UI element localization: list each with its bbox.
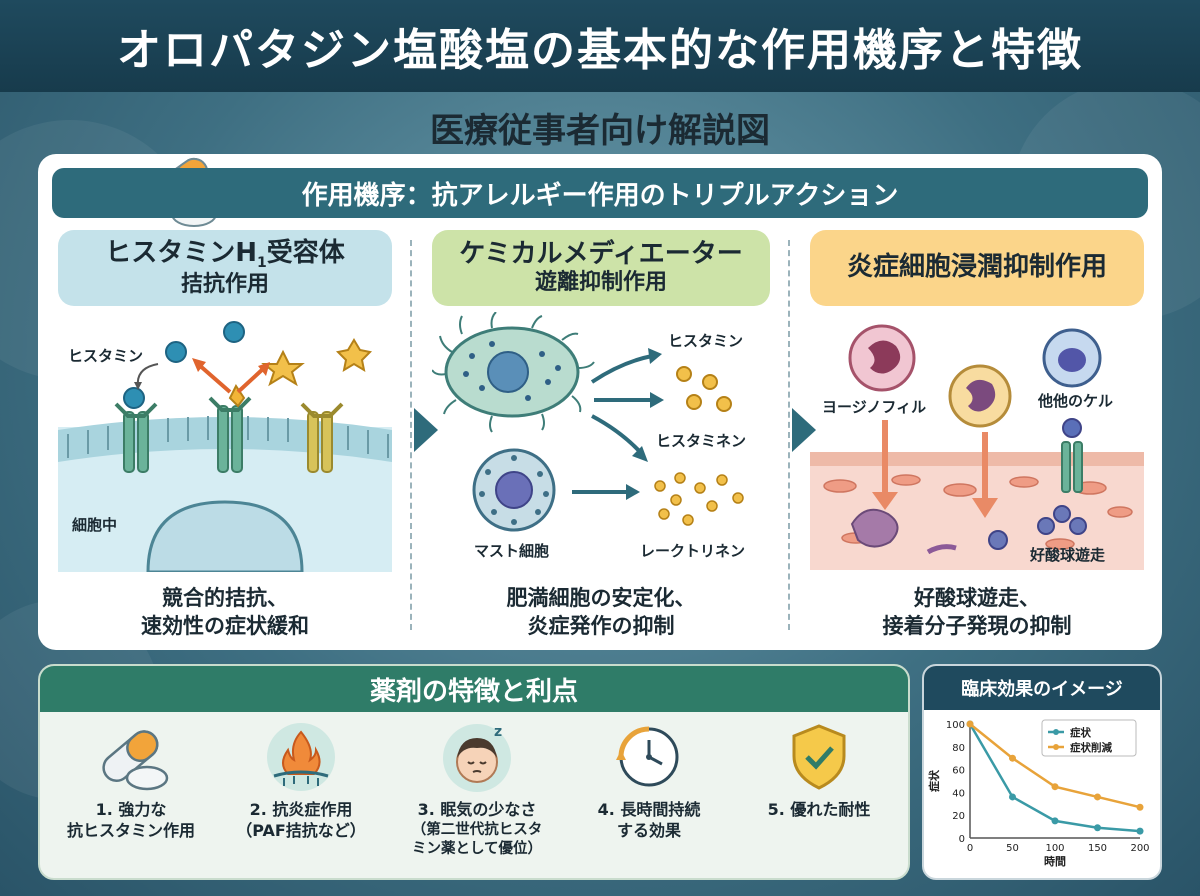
feature-item: 2. 抗炎症作用（PAF拮抗など） (216, 720, 386, 876)
feature-text: 4. 長時間持続する効果 (597, 800, 701, 840)
legend-marker (1053, 744, 1059, 750)
y-tick-label: 60 (952, 766, 965, 777)
col3-heading: 炎症細胞浸潤抑制作用 (810, 230, 1144, 306)
col2-leukotriene-label: レークトリネン (640, 542, 746, 560)
y-tick-label: 20 (952, 811, 965, 822)
col2-heading-line2: 遊離抑制作用 (534, 270, 667, 296)
col3-eosinophil-label: ヨージノフィル (822, 398, 927, 416)
x-tick-label: 150 (1088, 843, 1107, 854)
features-header: 薬剤の特徴と利点 (40, 666, 908, 712)
legend-marker (1053, 729, 1059, 735)
x-tick-label: 0 (967, 843, 973, 854)
x-tick-label: 200 (1130, 843, 1149, 854)
feature-text: 5. 優れた耐性 (767, 800, 871, 819)
title-bar: オロパタジン塩酸塩の基本的な作用機序と特徴 (0, 0, 1200, 92)
page-title: オロパタジン塩酸塩の基本的な作用機序と特徴 (117, 25, 1083, 76)
col2-histaminen-label: ヒスタミネン (656, 432, 747, 450)
col3-other-cell-label: 他他のケル (1038, 392, 1114, 410)
data-point (1009, 754, 1016, 762)
svg-text:z: z (494, 724, 502, 740)
histamine-receptor-illustration (58, 321, 392, 572)
col2-heading: ケミカルメディエーター 遊離抑制作用 (432, 230, 770, 306)
page-subtitle: 医療従事者向け解説図 (430, 110, 770, 151)
col3-heading-line1: 炎症細胞浸潤抑制作用 (846, 252, 1107, 283)
y-tick-label: 0 (959, 834, 965, 845)
data-point (966, 720, 974, 728)
column-divider (788, 240, 790, 630)
data-point (1051, 783, 1059, 791)
column-divider (410, 240, 412, 630)
y-tick-label: 40 (952, 788, 965, 799)
sleepy-face-icon: z (443, 724, 511, 792)
shield-check-icon (792, 724, 846, 790)
feature-item: z 3. 眠気の少なさ（第二世代抗ヒスタミン薬として優位） (392, 720, 562, 876)
feature-text: 2. 抗炎症作用（PAF拮抗など） (236, 800, 366, 840)
col3-migration-label: 好酸球遊走 (1030, 546, 1106, 564)
legend-box (1041, 719, 1137, 757)
col1-heading-line1: ヒスタミンH1受容体 (105, 237, 345, 271)
clock-icon (616, 726, 679, 787)
col1-caption: 競合的拮抗、 速効性の症状緩和 (141, 585, 309, 638)
data-point (1051, 817, 1059, 825)
feature-text: 1. 強力な抗ヒスタミン作用 (66, 800, 195, 840)
col2-histamine-label: ヒスタミン (668, 332, 744, 350)
legend-label: 症状削減 (1070, 741, 1112, 754)
col2-caption: 肥満細胞の安定化、 炎症発作の抑制 (506, 585, 696, 638)
col1-histamine-label: ヒスタミン (68, 347, 144, 365)
col2-heading-line1: ケミカルメディエーター (459, 239, 743, 270)
arrow-right-icon (792, 408, 816, 452)
y-tick-label: 100 (946, 720, 965, 731)
data-point (1009, 793, 1016, 801)
x-axis-label: 時間 (1044, 854, 1066, 868)
arrow-right-icon (414, 408, 438, 452)
col2-mast-cell-label: マスト細胞 (474, 542, 550, 560)
mast-cell-illustration (432, 312, 744, 532)
col1-cell-label: 細胞中 (72, 516, 118, 534)
data-point (1094, 824, 1101, 832)
x-tick-label: 100 (1045, 843, 1064, 854)
y-tick-label: 80 (952, 743, 965, 754)
data-point (1136, 803, 1144, 811)
flame-icon (267, 723, 335, 791)
x-tick-label: 50 (1006, 843, 1019, 854)
data-point (1094, 793, 1101, 801)
data-point (1136, 827, 1144, 835)
legend-label: 症状 (1070, 726, 1092, 739)
pill-icon (102, 730, 169, 791)
col1-heading: ヒスタミンH1受容体 拮抗作用 (58, 230, 392, 306)
feature-text: 3. 眠気の少なさ（第二世代抗ヒスタミン薬として優位） (411, 800, 543, 857)
col3-caption: 好酸球遊走、 接着分子発現の抑制 (882, 585, 1072, 638)
feature-item: 5. 優れた耐性 (734, 720, 904, 876)
feature-item: 4. 長時間持続する効果 (564, 720, 734, 876)
col1-heading-line2: 拮抗作用 (180, 271, 269, 297)
eosinophil-migration-illustration (810, 324, 1144, 570)
feature-item: 1. 強力な抗ヒスタミン作用 (46, 720, 216, 876)
chart-title: 臨床効果のイメージ (924, 666, 1160, 710)
y-axis-label: 症状 (927, 769, 941, 792)
mechanism-header: 作用機序：抗アレルギー作用のトリプルアクション (52, 168, 1148, 218)
